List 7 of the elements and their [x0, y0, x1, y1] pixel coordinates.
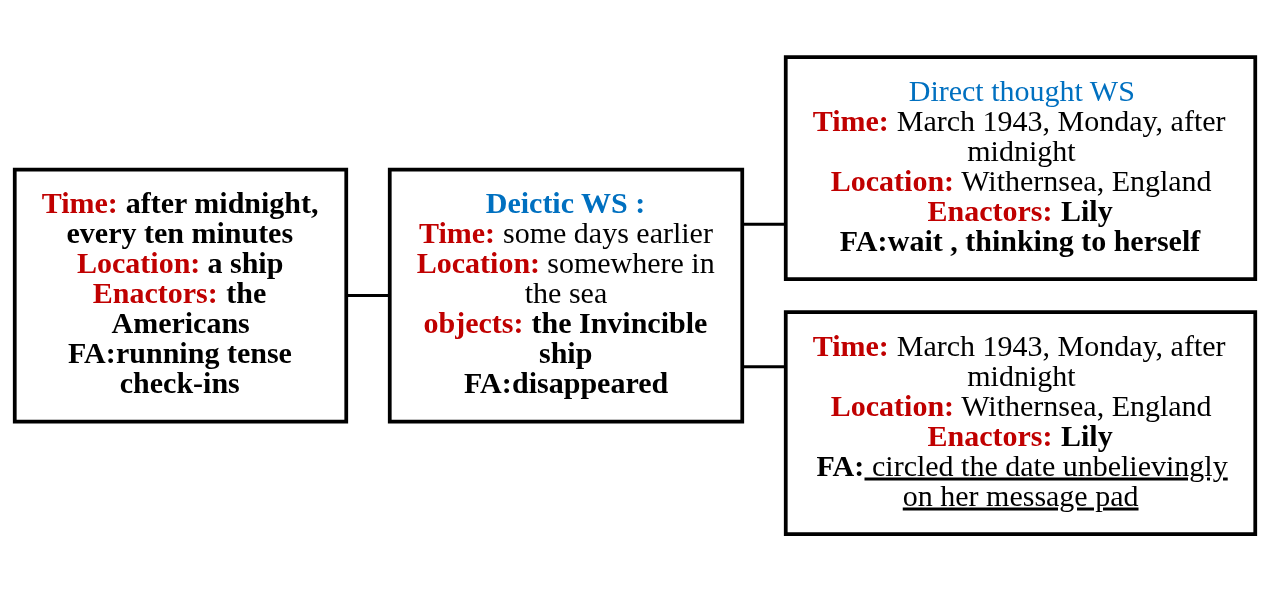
node-box: Time: after midnight, every ten minutes Location: a ship Enactors: the Americans FA:running tense check-ins: [12, 167, 349, 423]
connector: [346, 293, 390, 297]
connector: [742, 364, 786, 368]
node-box: Deictic WS : Time: some days earlier Location: somewhere in the sea objects: the Invincible ship FA:disappeared: [387, 167, 745, 423]
node-box: Time: March 1943, Monday, after midnight Location: Withernsea, England Enactors: Lily FA: circled the date unbelievingly on her message pad: [783, 309, 1258, 536]
connector: [742, 222, 786, 226]
node-box: Direct thought WS Time: March 1943, Monday, after midnight Location: Withernsea, England Enactors: Lily FA:wait , thinking to herself: [783, 54, 1258, 281]
